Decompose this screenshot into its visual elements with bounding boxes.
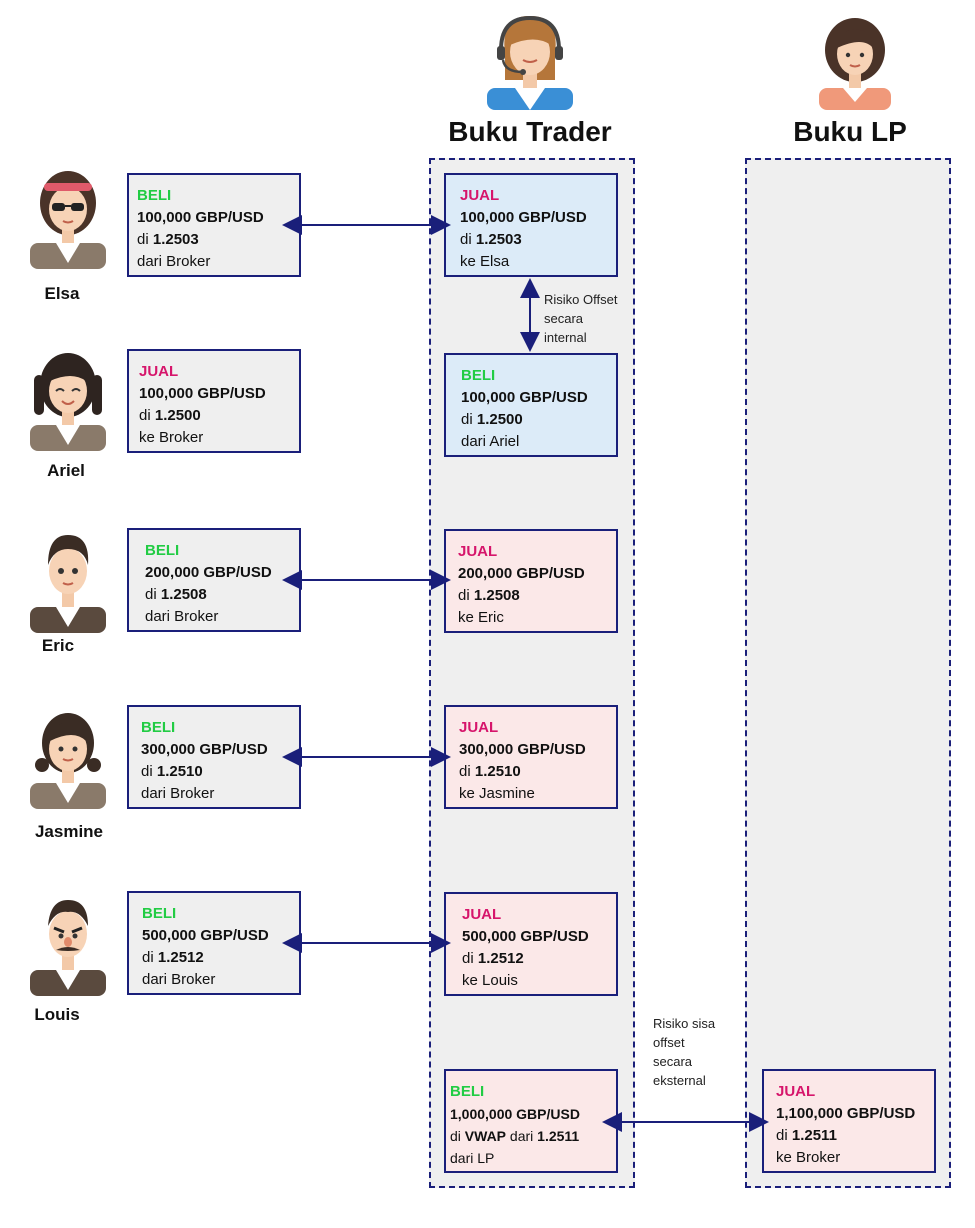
order-counterparty: dari LP bbox=[450, 1150, 495, 1166]
order-side: JUAL bbox=[459, 719, 499, 736]
order-counterparty: ke Jasmine bbox=[459, 785, 535, 802]
order-counterparty: ke Broker bbox=[776, 1149, 841, 1166]
order-side: BELI bbox=[142, 905, 177, 922]
client-name-louis: Louis bbox=[34, 1005, 80, 1024]
order-side: JUAL bbox=[458, 543, 498, 560]
trader-order-card: JUAL 100,000 GBP/USD di 1.2503 ke Elsa bbox=[444, 173, 618, 277]
order-amount: 300,000 GBP/USD bbox=[459, 741, 586, 758]
price-prefix: di bbox=[145, 586, 157, 603]
order-side: JUAL bbox=[460, 187, 500, 204]
order-counterparty: ke Elsa bbox=[460, 253, 510, 270]
order-counterparty: ke Broker bbox=[139, 429, 204, 446]
order-side: BELI bbox=[137, 187, 172, 204]
order-amount: 100,000 GBP/USD bbox=[137, 209, 264, 226]
order-price: 1.2511 bbox=[537, 1128, 580, 1144]
order-counterparty: dari Broker bbox=[142, 971, 216, 988]
trader-book-title: Buku Trader bbox=[448, 116, 612, 147]
order-amount: 500,000 GBP/USD bbox=[462, 928, 589, 945]
client-order-card: BELI 100,000 GBP/USD di 1.2503 dari Brok… bbox=[127, 173, 301, 277]
client-avatar-ariel bbox=[28, 345, 108, 451]
price-prefix: di bbox=[458, 587, 470, 604]
client-avatar-elsa bbox=[28, 163, 108, 269]
external-offset-note: Risiko sisa offset secara eksternal bbox=[653, 1016, 716, 1088]
client-order-card: BELI 500,000 GBP/USD di 1.2512 dari Brok… bbox=[127, 891, 301, 995]
price-prefix: di bbox=[776, 1127, 788, 1144]
order-amount: 1,100,000 GBP/USD bbox=[776, 1105, 916, 1122]
order-counterparty: dari Broker bbox=[137, 253, 211, 270]
client-name-eric: Eric bbox=[41, 636, 75, 655]
lp-book-title: Buku LP bbox=[793, 116, 907, 147]
order-counterparty: dari Broker bbox=[141, 785, 215, 802]
price-prefix: di bbox=[137, 231, 149, 248]
order-counterparty: dari Broker bbox=[145, 608, 219, 625]
order-price: 1.2508 bbox=[473, 587, 520, 604]
price-prefix: di bbox=[142, 949, 154, 966]
price-prefix: di bbox=[462, 950, 474, 967]
lp-order-card: JUAL 1,100,000 GBP/USD di 1.2511 ke Brok… bbox=[762, 1069, 936, 1173]
trader-order-card: JUAL 500,000 GBP/USD di 1.2512 ke Louis bbox=[444, 892, 618, 996]
order-price: 1.2512 bbox=[477, 950, 524, 967]
lp-book-column bbox=[745, 158, 951, 1188]
vwap-label: VWAP bbox=[464, 1128, 507, 1144]
order-price: 1.2511 bbox=[791, 1127, 837, 1144]
internal-offset-note: Risiko Offset secara internal bbox=[544, 292, 618, 345]
order-side: BELI bbox=[141, 719, 176, 736]
client-avatar-louis bbox=[28, 890, 108, 996]
client-name-jasmine: Jasmine bbox=[34, 822, 104, 841]
order-counterparty: ke Eric bbox=[458, 609, 504, 626]
order-amount: 200,000 GBP/USD bbox=[458, 565, 585, 582]
trader-order-card: BELI 1,000,000 GBP/USD di VWAP dari 1.25… bbox=[444, 1069, 618, 1173]
order-counterparty: ke Louis bbox=[462, 972, 518, 989]
order-amount: 100,000 GBP/USD bbox=[460, 209, 587, 226]
order-side: BELI bbox=[450, 1083, 485, 1100]
price-prefix: di bbox=[461, 411, 473, 428]
trader-order-card: JUAL 200,000 GBP/USD di 1.2508 ke Eric bbox=[444, 529, 618, 633]
order-price: 1.2512 bbox=[157, 949, 204, 966]
client-avatar-eric bbox=[28, 527, 108, 633]
order-price: 1.2510 bbox=[156, 763, 203, 780]
order-amount: 100,000 GBP/USD bbox=[461, 389, 588, 406]
order-price: 1.2500 bbox=[476, 411, 523, 428]
order-side: JUAL bbox=[776, 1083, 816, 1100]
price-prefix: di bbox=[139, 407, 151, 424]
client-name-elsa: Elsa bbox=[44, 284, 80, 303]
client-name-ariel: Ariel bbox=[47, 461, 85, 480]
order-amount: 200,000 GBP/USD bbox=[145, 564, 272, 581]
order-side: BELI bbox=[461, 367, 496, 384]
order-price: 1.2510 bbox=[474, 763, 521, 780]
order-price: 1.2500 bbox=[154, 407, 201, 424]
price-prefix: di bbox=[450, 1128, 461, 1144]
order-price: 1.2503 bbox=[152, 231, 199, 248]
vwap-suffix: dari bbox=[509, 1128, 534, 1144]
client-order-card: BELI 200,000 GBP/USD di 1.2508 dari Brok… bbox=[127, 528, 301, 632]
price-prefix: di bbox=[459, 763, 471, 780]
order-price: 1.2508 bbox=[160, 586, 207, 603]
order-side: BELI bbox=[145, 542, 180, 559]
trader-order-card: BELI 100,000 GBP/USD di 1.2500 dari Arie… bbox=[444, 353, 618, 457]
order-amount: 100,000 GBP/USD bbox=[139, 385, 266, 402]
order-side: JUAL bbox=[462, 906, 502, 923]
trader-order-card: JUAL 300,000 GBP/USD di 1.2510 ke Jasmin… bbox=[444, 705, 618, 809]
order-price: 1.2503 bbox=[475, 231, 522, 248]
client-avatar-jasmine bbox=[28, 703, 108, 809]
client-order-card: JUAL 100,000 GBP/USD di 1.2500 ke Broker bbox=[127, 349, 301, 453]
client-order-card: BELI 300,000 GBP/USD di 1.2510 dari Brok… bbox=[127, 705, 301, 809]
order-amount: 1,000,000 GBP/USD bbox=[450, 1106, 580, 1122]
order-amount: 500,000 GBP/USD bbox=[142, 927, 269, 944]
order-amount: 300,000 GBP/USD bbox=[141, 741, 268, 758]
order-side: JUAL bbox=[139, 363, 179, 380]
order-counterparty: dari Ariel bbox=[461, 433, 520, 450]
trader-avatar bbox=[485, 10, 575, 110]
price-prefix: di bbox=[460, 231, 472, 248]
price-prefix: di bbox=[141, 763, 153, 780]
lp-avatar bbox=[815, 10, 895, 110]
